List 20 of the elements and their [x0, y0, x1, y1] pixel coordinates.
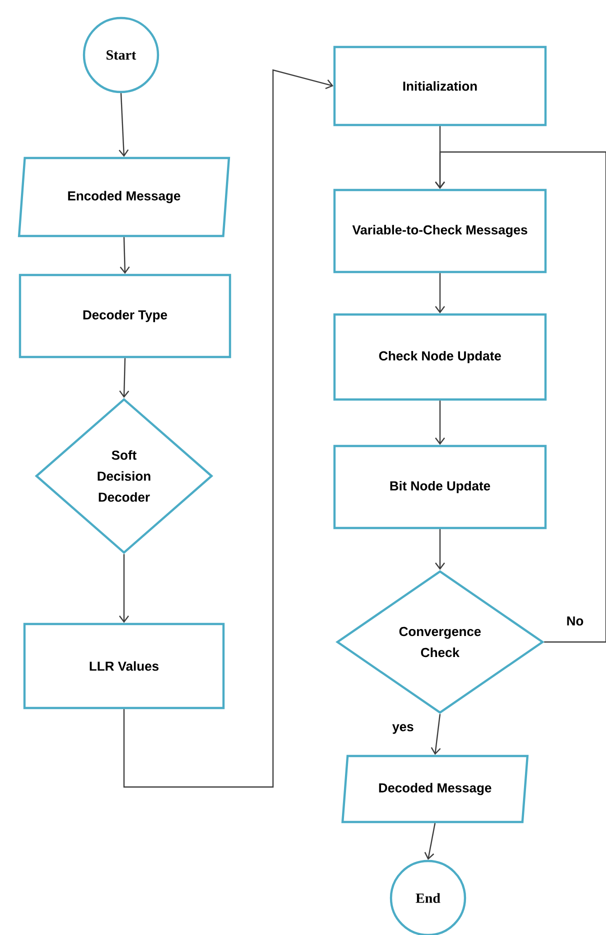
io-parallelogram: Encoded Message — [18, 156, 230, 238]
arrow — [119, 358, 130, 398]
arrow — [424, 823, 436, 860]
process-box: Check Node Update — [333, 313, 547, 401]
process-box: Decoder Type — [18, 274, 232, 358]
arrow — [118, 93, 129, 157]
process-box: LLR Values — [23, 622, 225, 710]
arrow — [435, 400, 445, 445]
edge-label: No — [564, 614, 586, 628]
arrow — [119, 554, 129, 623]
io-parallelogram: Decoded Message — [341, 754, 529, 824]
edge-label: yes — [390, 722, 416, 736]
arrow — [430, 714, 441, 755]
arrow — [120, 237, 130, 274]
process-box: Bit Node Update — [333, 444, 547, 530]
process-box: Initialization — [333, 46, 547, 126]
arrow — [435, 273, 445, 314]
process-box: Variable-to-Check Messages — [333, 188, 547, 274]
arrow — [123, 69, 334, 788]
arrow — [435, 529, 445, 570]
